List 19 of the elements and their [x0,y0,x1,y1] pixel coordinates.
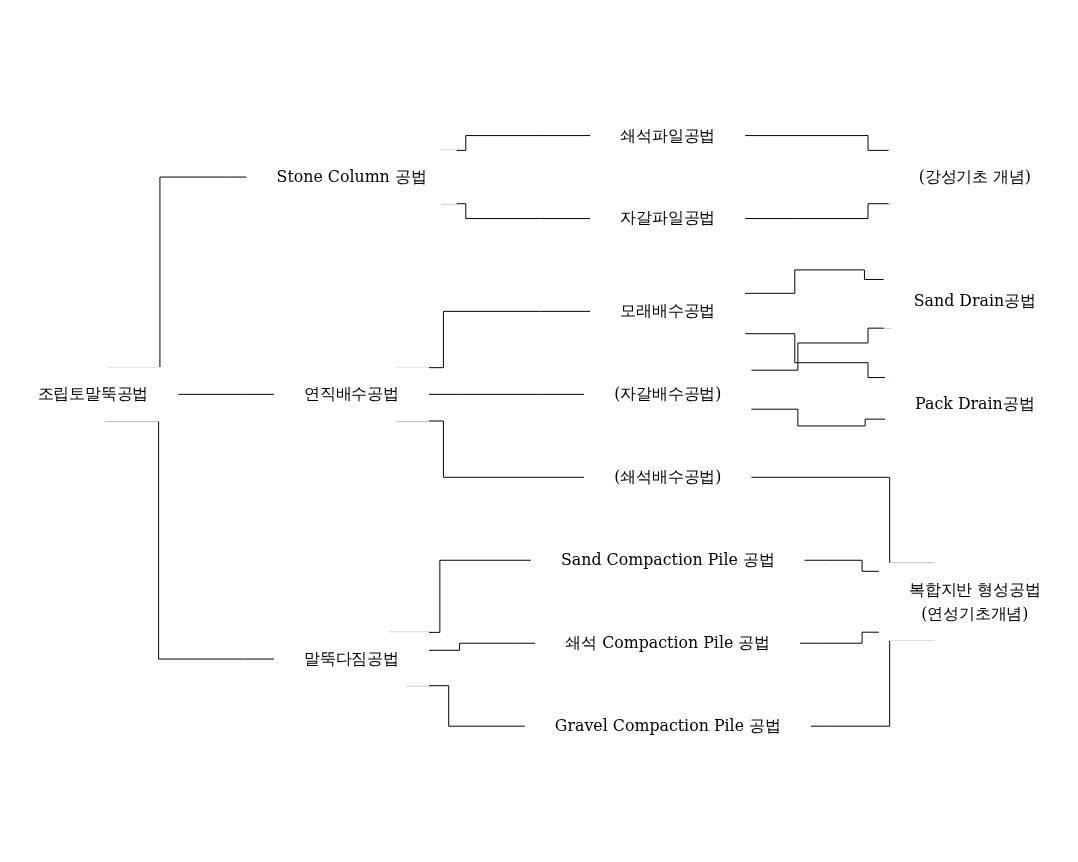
connector [744,269,885,294]
node-text: Sand Drain공법 [913,291,1036,311]
connector [177,393,275,395]
node-text: Pack Drain공법 [915,394,1035,414]
connector [428,393,585,395]
node-text: Sand Compaction Pile 공법 [561,550,775,570]
node-text: (강성기초 개념) [918,167,1031,187]
node-text: 쇄석 Compaction Pile 공법 [565,633,770,653]
connector [799,631,880,644]
connector [803,559,880,572]
connector [428,642,537,651]
node-text: 모래배수공법 [620,301,716,321]
node-text: Stone Column 공법 [276,167,427,187]
node-text: (쇄석배수공법) [614,467,722,487]
connector [750,408,886,427]
node-text: Gravel Compaction Pile 공법 [554,716,781,736]
node-text: 자갈파일공법 [620,208,716,228]
node-text: 쇄석파일공법 [620,125,716,145]
node-text: (자갈배수공법) [614,384,722,404]
